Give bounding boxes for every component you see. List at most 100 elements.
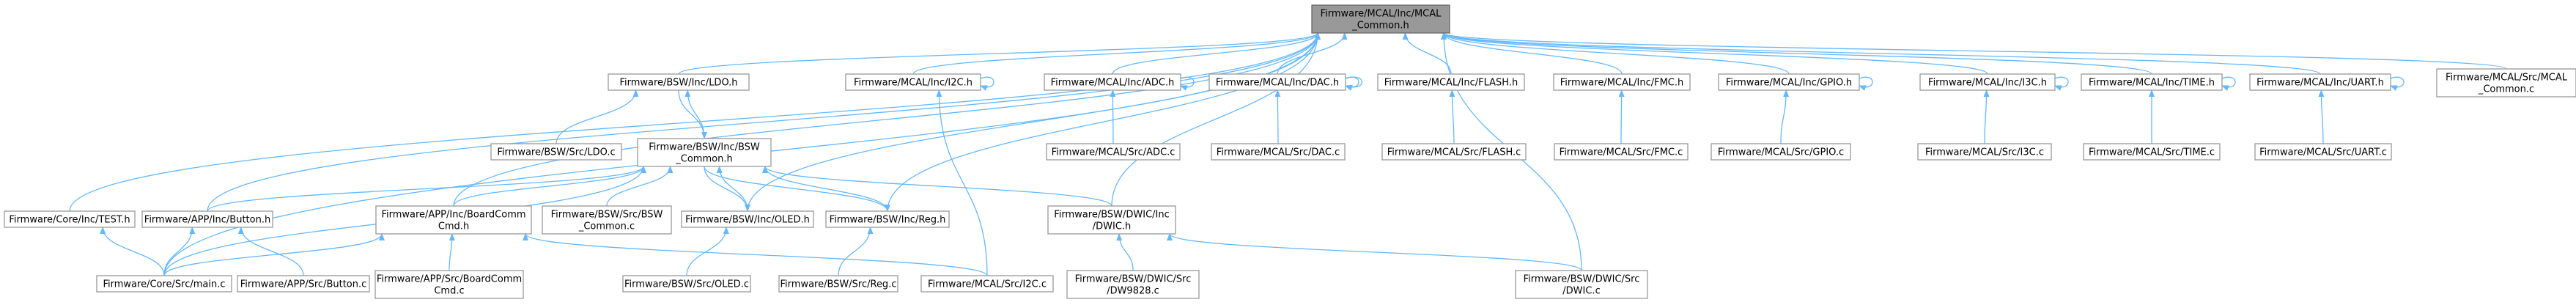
node-box [1515, 270, 1648, 299]
node-fmc-h[interactable]: Firmware/MCAL/Inc/FMC.h [1553, 73, 1691, 91]
edge-uart_c-to-uart_h [2318, 89, 2325, 144]
edge-dac_c-to-dac_h [1274, 89, 1281, 144]
node-label: /DW9828.c [1107, 286, 1159, 297]
node-label: Firmware/BSW/Src/OLED.c [624, 279, 749, 290]
node-box [1047, 205, 1176, 235]
node-flash-h[interactable]: Firmware/MCAL/Inc/FLASH.h [1377, 73, 1525, 91]
node-box [1718, 73, 1860, 91]
edge-oled_h-to-bsw_common_h [716, 166, 748, 212]
self-loop-gpio_h [1859, 76, 1873, 91]
node-time-c[interactable]: Firmware/MCAL/Src/TIME.c [2083, 143, 2221, 161]
edge-fmc_h-to-mcal_common_h [1441, 32, 1623, 75]
node-label: Firmware/MCAL/Src/I3C.c [1925, 147, 2044, 158]
node-label: /DWIC.c [1562, 286, 1600, 297]
node-time-h[interactable]: Firmware/MCAL/Inc/TIME.h [2081, 73, 2223, 91]
node-box [2249, 73, 2391, 91]
node-i2c-c[interactable]: Firmware/MCAL/Src/I2C.c [920, 275, 1054, 293]
node-i2c-h[interactable]: Firmware/MCAL/Inc/I2C.h [845, 73, 981, 91]
node-label: Cmd.h [438, 221, 469, 232]
node-ldo-c[interactable]: Firmware/BSW/Src/LDO.c [490, 143, 622, 161]
self-loop-i3c_h [2054, 76, 2069, 91]
node-label: _Common.h [1351, 21, 1409, 32]
node-dw9828-c[interactable]: Firmware/BSW/DWIC/Src/DW9828.c [1066, 270, 1200, 299]
node-adc-c[interactable]: Firmware/MCAL/Src/ADC.c [1046, 143, 1181, 161]
node-box [490, 143, 622, 161]
node-label: Firmware/BSW/DWIC/Src [1524, 274, 1640, 285]
node-mcal-common-c[interactable]: Firmware/MCAL/Src/MCAL_Common.c [2436, 68, 2576, 98]
node-box [1208, 73, 1346, 91]
node-label: Firmware/Core/Inc/TEST.h [9, 215, 130, 226]
edge-reg_c-to-reg_h [838, 227, 874, 276]
node-gpio-c[interactable]: Firmware/MCAL/Src/GPIO.c [1710, 143, 1851, 161]
edge-i3c_h-to-mcal_common_h [1441, 32, 1988, 75]
node-label: Firmware/BSW/DWIC/Inc [1054, 210, 1170, 221]
node-label: Firmware/MCAL/Inc/UART.h [2256, 78, 2384, 89]
node-box [2083, 143, 2221, 161]
node-dwic-c[interactable]: Firmware/BSW/DWIC/Src/DWIC.c [1515, 270, 1648, 299]
node-box [1311, 4, 1450, 34]
self-loop-adc_h [1180, 76, 1195, 91]
node-dwic-h[interactable]: Firmware/BSW/DWIC/Inc/DWIC.h [1047, 205, 1176, 235]
node-box [141, 210, 273, 228]
node-box [622, 275, 751, 293]
node-box [1381, 143, 1527, 161]
node-flash-c[interactable]: Firmware/MCAL/Src/FLASH.c [1381, 143, 1527, 161]
self-loop-uart_h [2390, 76, 2405, 91]
edge-gpio_c-to-gpio_h [1780, 89, 1790, 144]
node-reg-c[interactable]: Firmware/BSW/Src/Reg.c [778, 275, 898, 293]
node-box [1919, 73, 2056, 91]
node-bsw-common-c[interactable]: Firmware/BSW/Src/BSW_Common.c [542, 205, 672, 235]
node-label: Firmware/MCAL/Inc/I2C.h [854, 78, 973, 89]
edge-bsw_common_h-to-reg_h [704, 166, 890, 212]
node-adc-h[interactable]: Firmware/MCAL/Inc/ADC.h [1044, 73, 1181, 91]
node-gpio-h[interactable]: Firmware/MCAL/Inc/GPIO.h [1718, 73, 1860, 91]
edge-reg_h-to-bsw_common_h [762, 166, 888, 212]
node-uart-c[interactable]: Firmware/MCAL/Src/UART.c [2254, 143, 2392, 161]
node-dac-c[interactable]: Firmware/MCAL/Src/DAC.c [1211, 143, 1346, 161]
node-box [542, 205, 672, 235]
node-box [1554, 143, 1689, 161]
edge-boardcomm_h-to-bsw_common_h [453, 166, 646, 207]
node-label: Firmware/MCAL/Inc/ADC.h [1051, 78, 1175, 89]
node-box [1046, 143, 1181, 161]
node-dac-h[interactable]: Firmware/MCAL/Inc/DAC.h [1208, 73, 1346, 91]
node-box [1066, 270, 1200, 299]
edge-dwic_h-to-bsw_common_h [762, 166, 1112, 207]
node-i3c-h[interactable]: Firmware/MCAL/Inc/I3C.h [1919, 73, 2056, 91]
node-label: Firmware/MCAL/Src/I2C.c [928, 279, 1047, 290]
node-test-h[interactable]: Firmware/Core/Inc/TEST.h [4, 210, 136, 228]
edge-i3c_c-to-i3c_h [1983, 89, 1990, 144]
node-mcal-common-h[interactable]: Firmware/MCAL/Inc/MCAL_Common.h [1311, 4, 1450, 34]
node-button-c[interactable]: Firmware/APP/Src/Button.c [237, 275, 370, 293]
edge-button_h-to-bsw_common_h [207, 166, 646, 212]
node-label: Firmware/MCAL/Src/ADC.c [1052, 147, 1176, 158]
edge-bsw_common_c-to-bsw_common_h [606, 166, 673, 207]
edge-ldo_c-to-ldo_h [556, 89, 639, 144]
node-button-h[interactable]: Firmware/APP/Inc/Button.h [141, 210, 273, 228]
node-main-c[interactable]: Firmware/Core/Src/main.c [96, 275, 232, 293]
node-box [4, 210, 136, 228]
edge-adc_h-to-mcal_common_h [1112, 32, 1321, 75]
node-label: Firmware/BSW/Inc/Reg.h [830, 215, 946, 226]
node-label: Firmware/MCAL/Inc/MCAL [1321, 9, 1442, 20]
node-label: Firmware/MCAL/Src/UART.c [2259, 147, 2387, 158]
edge-ldo_h-to-bsw_common_h [678, 89, 707, 139]
node-label: Firmware/BSW/Inc/BSW [649, 142, 760, 153]
node-oled-c[interactable]: Firmware/BSW/Src/OLED.c [622, 275, 751, 293]
node-fmc-c[interactable]: Firmware/MCAL/Src/FMC.c [1554, 143, 1689, 161]
node-box [1917, 143, 2052, 161]
node-i3c-c[interactable]: Firmware/MCAL/Src/I3C.c [1917, 143, 2052, 161]
node-box [374, 270, 524, 299]
node-reg-h[interactable]: Firmware/BSW/Inc/Reg.h [825, 210, 950, 228]
node-ldo-h[interactable]: Firmware/BSW/Inc/LDO.h [608, 73, 750, 91]
edge-bsw_common_h-to-ldo_h [684, 89, 705, 139]
edge-i2c_c-to-i2c_h [936, 89, 988, 276]
edge-ldo_h-to-mcal_common_h [678, 32, 1321, 75]
edge-bsw_common_h-to-oled_h [704, 166, 750, 212]
node-uart-h[interactable]: Firmware/MCAL/Inc/UART.h [2249, 73, 2391, 91]
node-bsw-common-h[interactable]: Firmware/BSW/Inc/BSW_Common.h [637, 138, 772, 167]
node-oled-h[interactable]: Firmware/BSW/Inc/OLED.h [681, 210, 814, 228]
node-label: Firmware/APP/Inc/Button.h [144, 215, 270, 226]
